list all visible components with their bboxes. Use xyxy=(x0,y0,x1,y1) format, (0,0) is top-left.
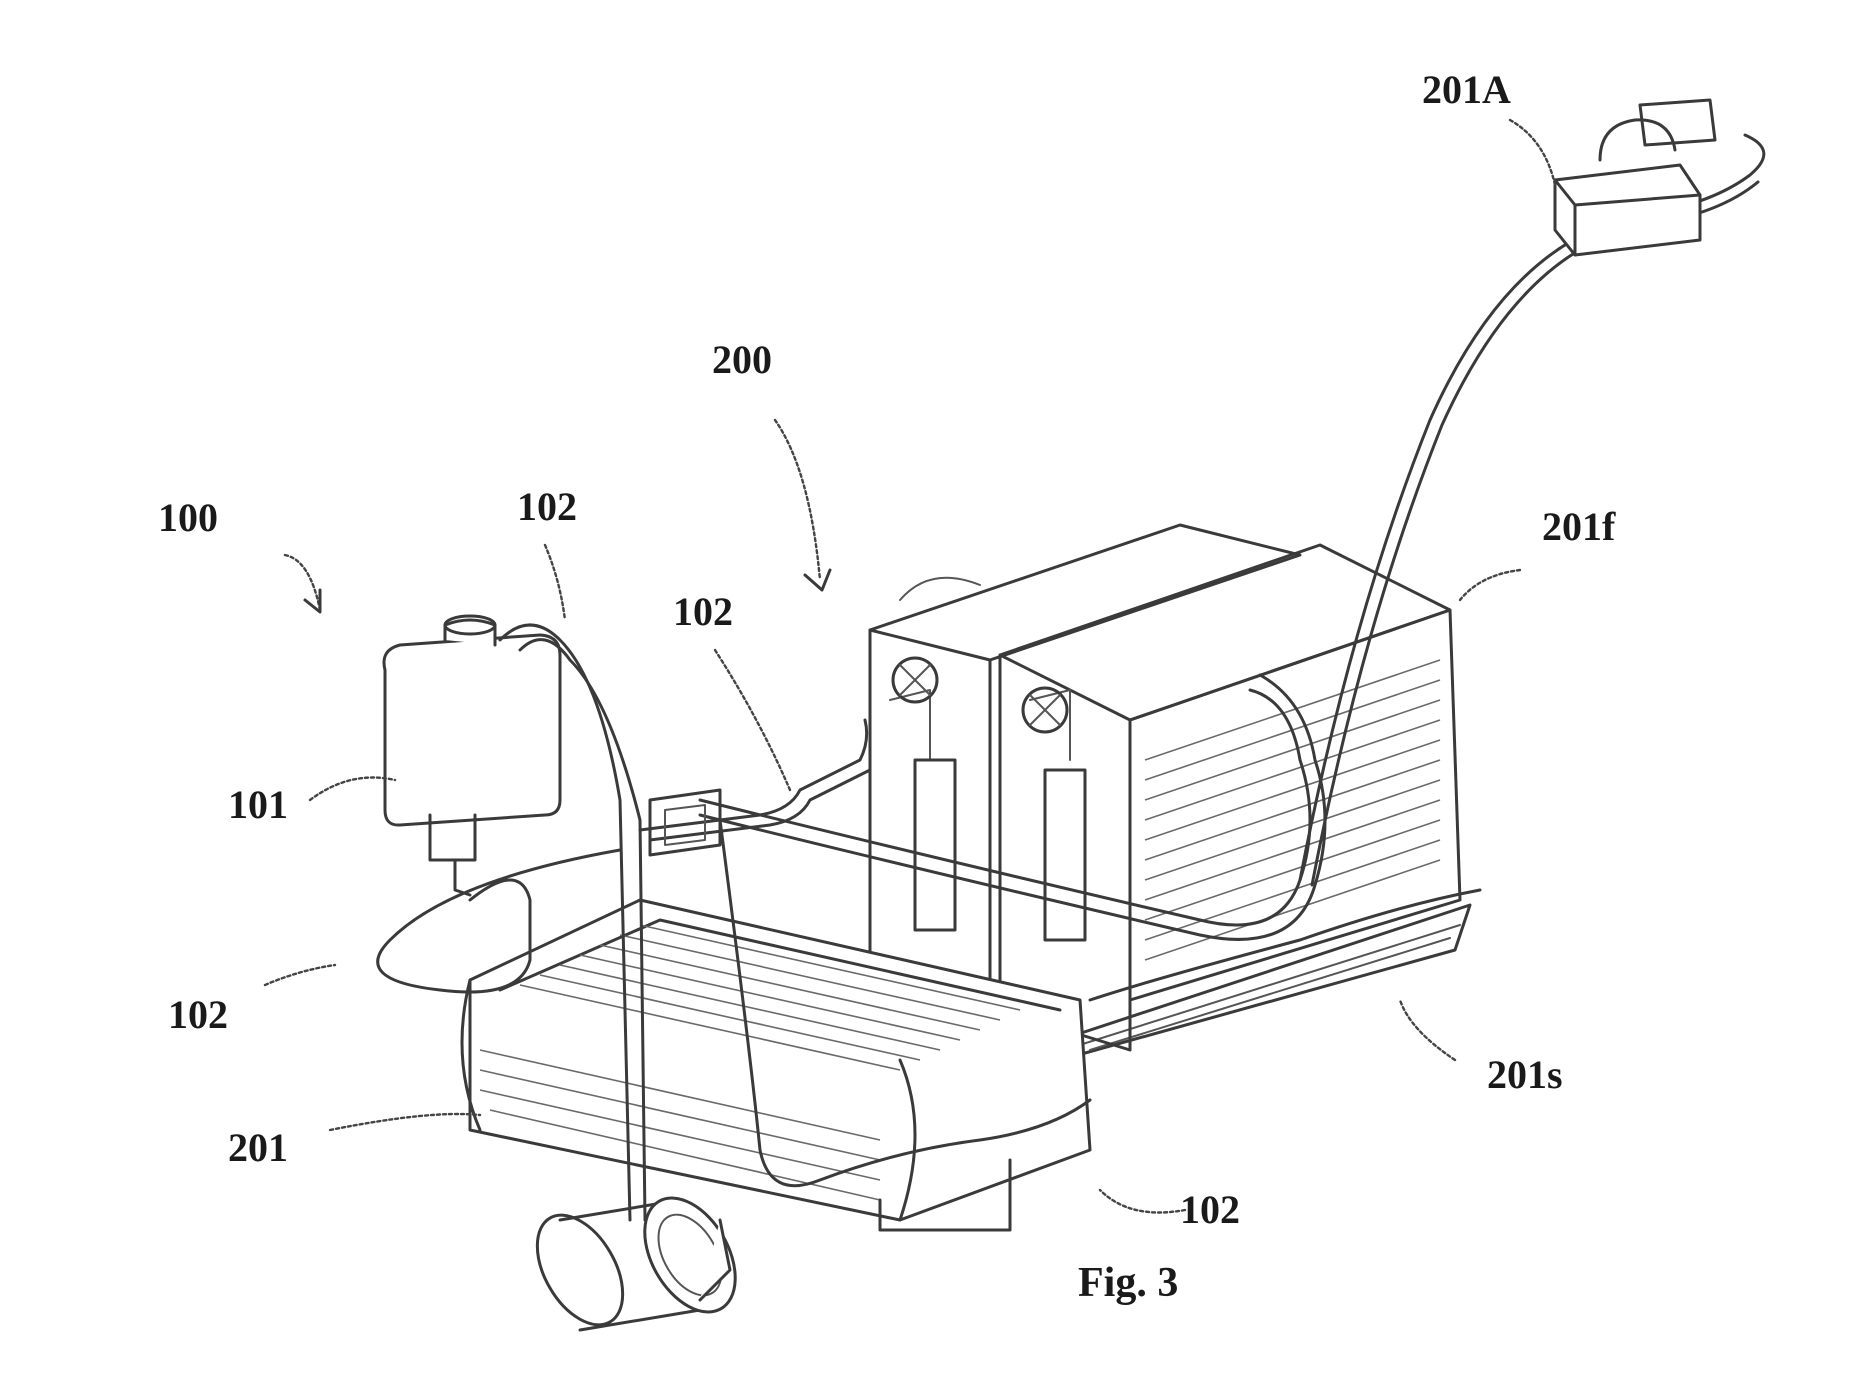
label-100: 100 xyxy=(158,495,218,540)
hoses-102 xyxy=(376,623,1482,1222)
battery-module-201f xyxy=(998,543,1462,1052)
label-102-left: 102 xyxy=(168,992,228,1037)
label-101: 101 xyxy=(228,782,288,827)
leader-lines xyxy=(263,118,1557,1214)
grille-hatching xyxy=(1144,659,1441,961)
label-102-mid: 102 xyxy=(673,589,733,634)
valve-knob-1 xyxy=(891,656,939,704)
label-201s: 201s xyxy=(1487,1052,1563,1097)
reservoir-101 xyxy=(382,614,562,897)
base-plate-201s xyxy=(1058,903,1472,1062)
remote-cable xyxy=(1298,133,1766,887)
label-201: 201 xyxy=(228,1125,288,1170)
label-102-bottom: 102 xyxy=(1180,1187,1240,1232)
remote-unit-201A xyxy=(1553,98,1717,257)
label-102-top: 102 xyxy=(517,484,577,529)
label-200: 200 xyxy=(712,337,772,382)
label-201f: 201f xyxy=(1542,504,1616,549)
valve-knob-2 xyxy=(1021,686,1069,734)
label-201A: 201A xyxy=(1422,67,1511,112)
drive-roller xyxy=(535,1196,737,1332)
figure-caption: Fig. 3 xyxy=(1078,1260,1179,1306)
